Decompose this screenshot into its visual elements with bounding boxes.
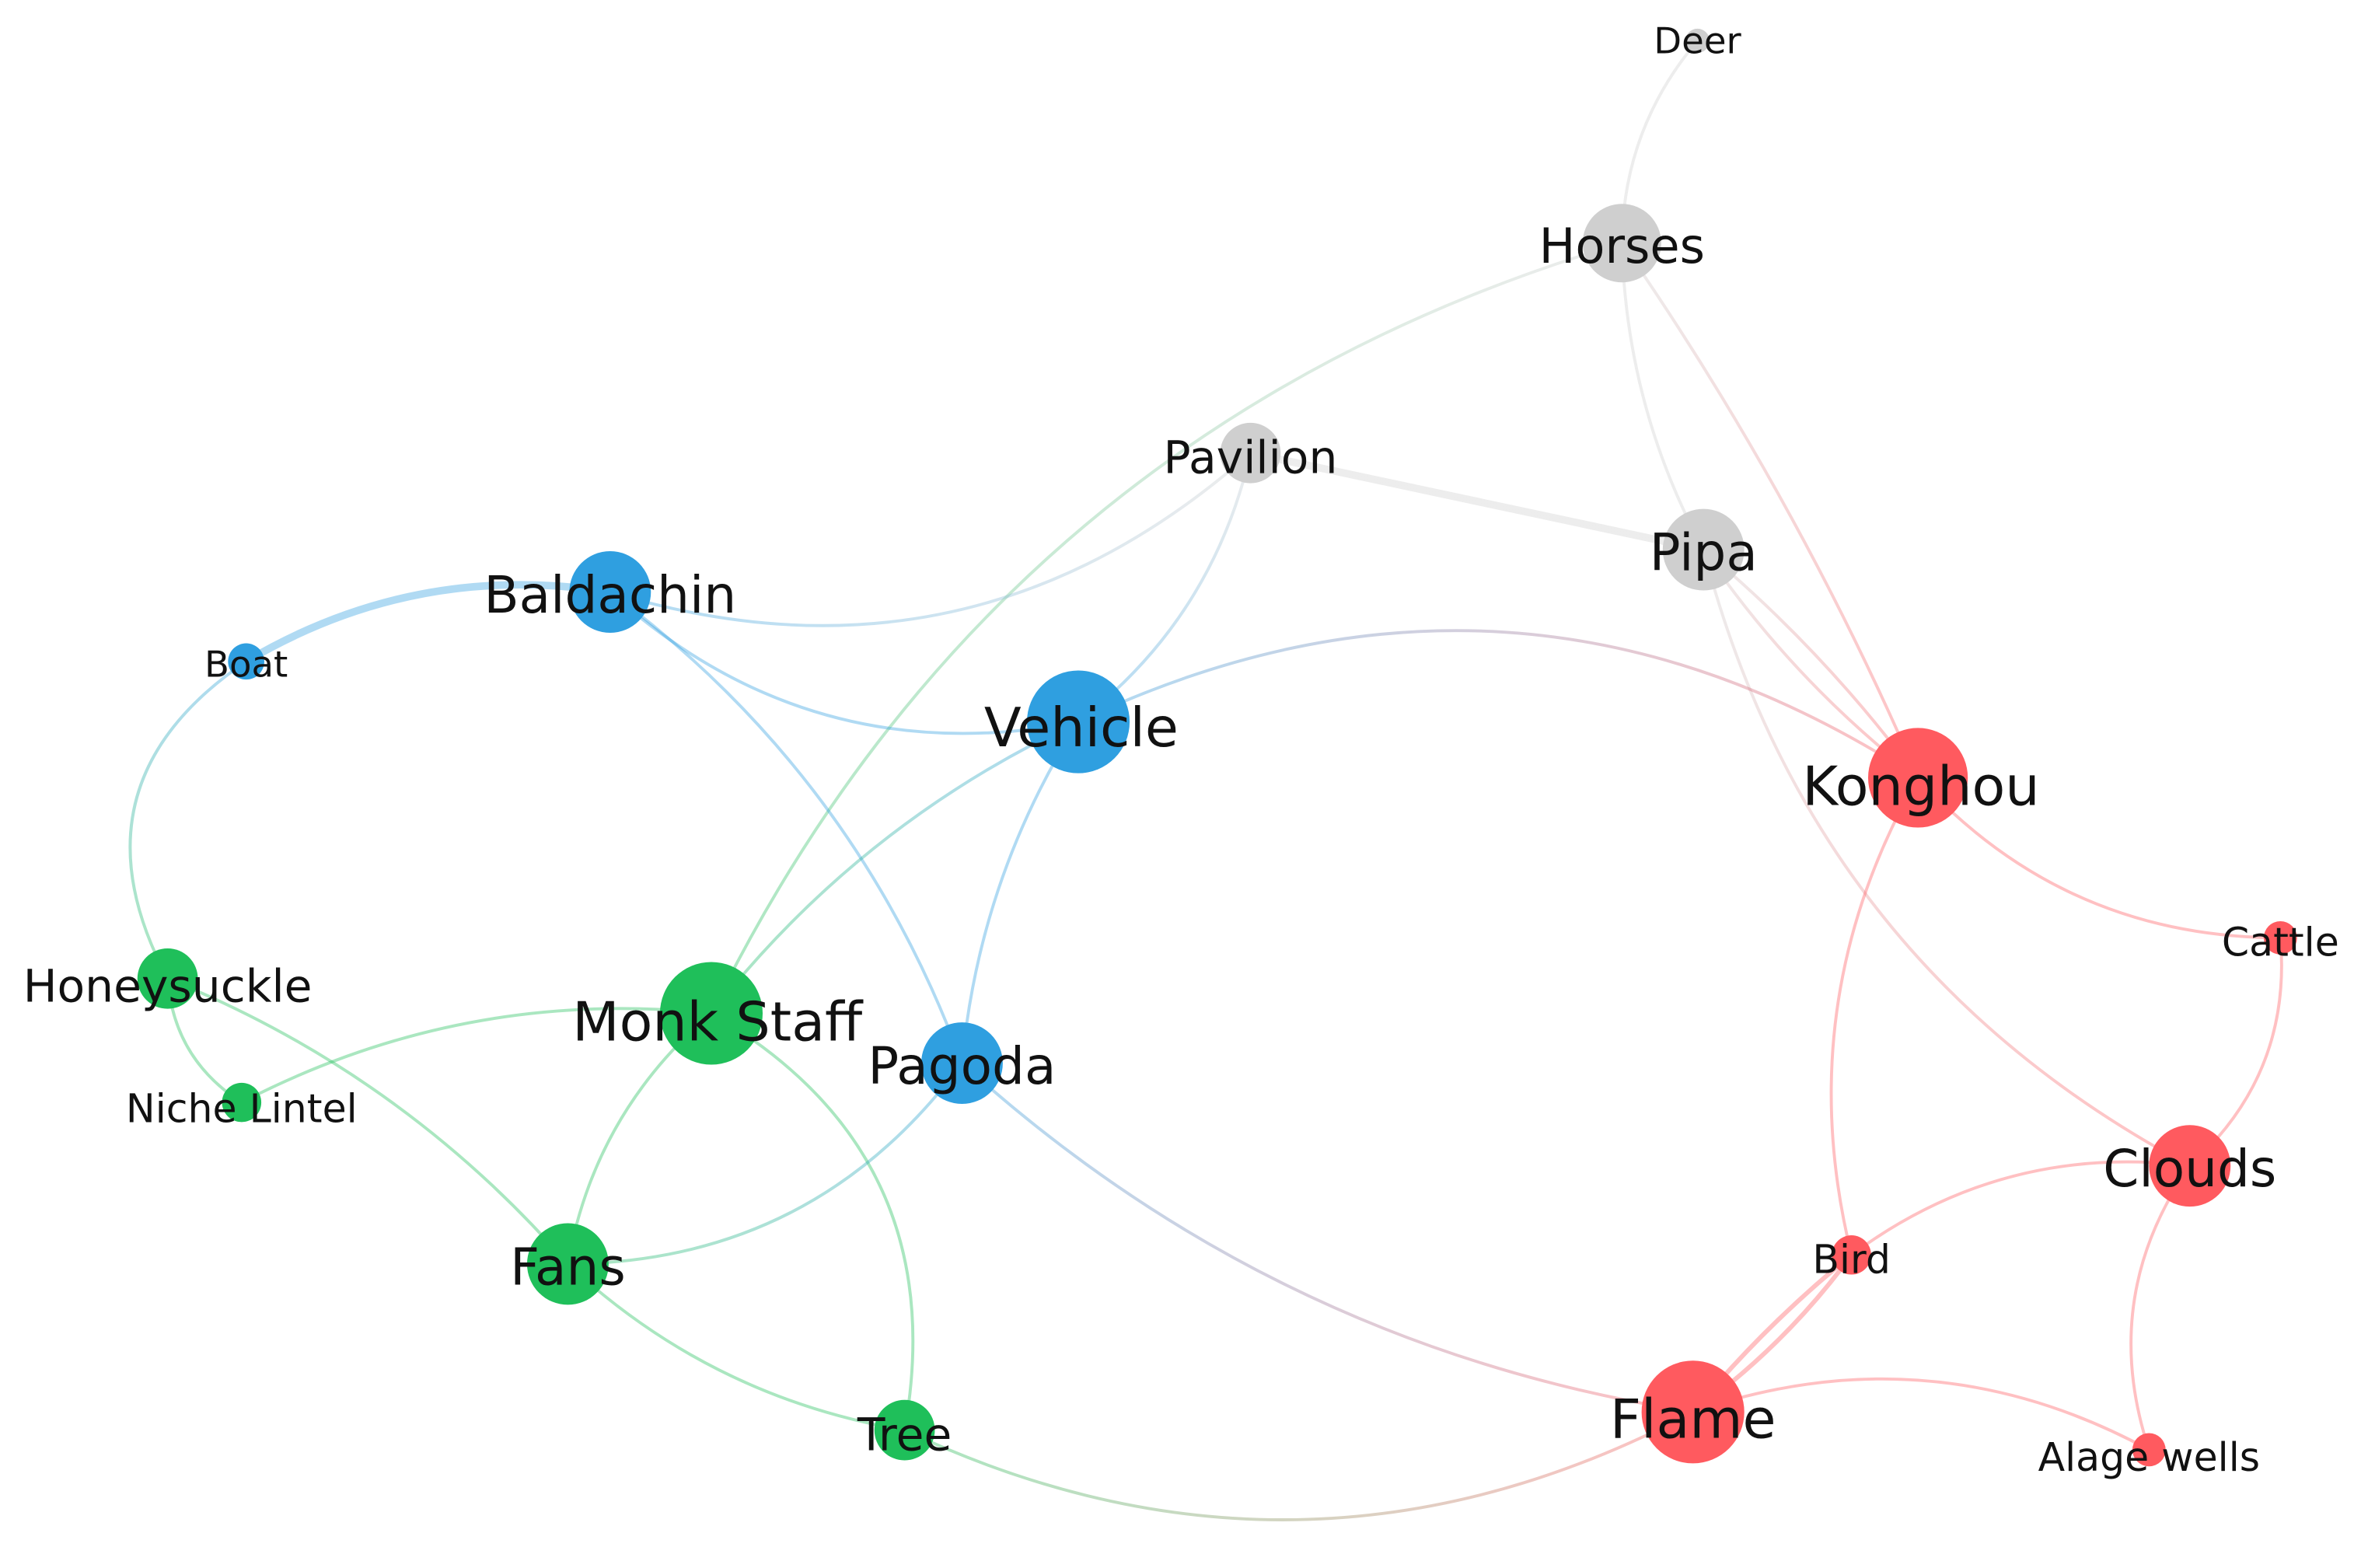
- node-label-horses: Horses: [1539, 218, 1705, 274]
- node-label-alagewells: Alage wells: [2038, 1434, 2260, 1480]
- edge-vehicle-monkstaff: [710, 720, 1080, 1015]
- node-monkstaff[interactable]: [659, 962, 763, 1065]
- node-alagewells[interactable]: [2132, 1433, 2166, 1467]
- node-label-nichelintel: Niche Lintel: [126, 1085, 358, 1131]
- edge-horses-konghou: [1620, 241, 1920, 780]
- edge-monkstaff-tree: [710, 1011, 915, 1432]
- node-pipa[interactable]: [1662, 508, 1745, 591]
- node-honeysuckle[interactable]: [137, 948, 198, 1009]
- edge-pagoda-flame: [960, 1061, 1695, 1414]
- edge-flame-alagewells: [1691, 1377, 2151, 1451]
- edge-baldachin-pagoda: [608, 590, 964, 1065]
- edge-nichelintel-monkstaff: [239, 1007, 713, 1105]
- edge-pavilion-pipa: [1246, 449, 1708, 554]
- node-clouds[interactable]: [2149, 1125, 2231, 1207]
- edge-baldachin-boat: [242, 581, 614, 665]
- edge-fans-tree: [566, 1262, 906, 1432]
- node-label-clouds: Clouds: [2103, 1139, 2276, 1199]
- node-label-vehicle: Vehicle: [984, 697, 1179, 760]
- node-label-pavilion: Pavilion: [1164, 431, 1338, 484]
- node-vehicle[interactable]: [1026, 670, 1130, 774]
- edge-horses-monkstaff: [710, 241, 1624, 1015]
- edge-honeysuckle-fans: [166, 976, 570, 1266]
- node-label-flame: Flame: [1610, 1388, 1776, 1451]
- edge-tree-flame: [903, 1410, 1695, 1521]
- edge-horses-pipa: [1620, 241, 1706, 552]
- edge-clouds-alagewells: [2129, 1164, 2192, 1451]
- edge-konghou-cattle: [1916, 776, 2282, 940]
- label-layer: DeerHorsesPavilionPipaBaldachinBoatVehic…: [23, 19, 2339, 1480]
- node-label-fans: Fans: [510, 1237, 626, 1297]
- node-pagoda[interactable]: [920, 1022, 1003, 1105]
- node-label-honeysuckle: Honeysuckle: [23, 960, 313, 1013]
- edge-layer: [128, 39, 2283, 1521]
- node-cattle[interactable]: [2263, 920, 2297, 955]
- node-konghou[interactable]: [1867, 728, 1968, 828]
- node-label-cattle: Cattle: [2222, 920, 2339, 966]
- node-baldachin[interactable]: [569, 551, 651, 633]
- node-label-deer: Deer: [1654, 19, 1741, 61]
- node-label-baldachin: Baldachin: [484, 565, 736, 625]
- node-label-pagoda: Pagoda: [868, 1036, 1056, 1096]
- edge-pipa-clouds: [1702, 548, 2192, 1168]
- edge-konghou-bird: [1829, 776, 1920, 1257]
- node-fans[interactable]: [526, 1223, 609, 1305]
- edge-vehicle-konghou: [1077, 629, 1920, 780]
- node-label-bird: Bird: [1812, 1237, 1891, 1283]
- node-label-tree: Tree: [857, 1408, 952, 1461]
- edge-fans-pagoda: [566, 1061, 964, 1266]
- node-label-monkstaff: Monk Staff: [572, 991, 864, 1054]
- edge-clouds-bird: [1849, 1160, 2192, 1257]
- node-boat[interactable]: [228, 643, 264, 680]
- node-label-konghou: Konghou: [1802, 756, 2039, 819]
- node-nichelintel[interactable]: [222, 1082, 262, 1123]
- edge-pavilion-baldachin: [608, 451, 1252, 627]
- node-bird[interactable]: [1832, 1235, 1871, 1275]
- node-horses[interactable]: [1582, 204, 1661, 283]
- node-label-boat: Boat: [204, 644, 288, 686]
- edge-boat-honeysuckle: [128, 659, 248, 980]
- node-flame[interactable]: [1641, 1360, 1745, 1464]
- node-layer: [137, 28, 2297, 1467]
- node-pavilion[interactable]: [1220, 422, 1281, 484]
- node-tree[interactable]: [874, 1399, 935, 1461]
- node-label-pipa: Pipa: [1650, 522, 1758, 582]
- node-deer[interactable]: [1685, 28, 1710, 53]
